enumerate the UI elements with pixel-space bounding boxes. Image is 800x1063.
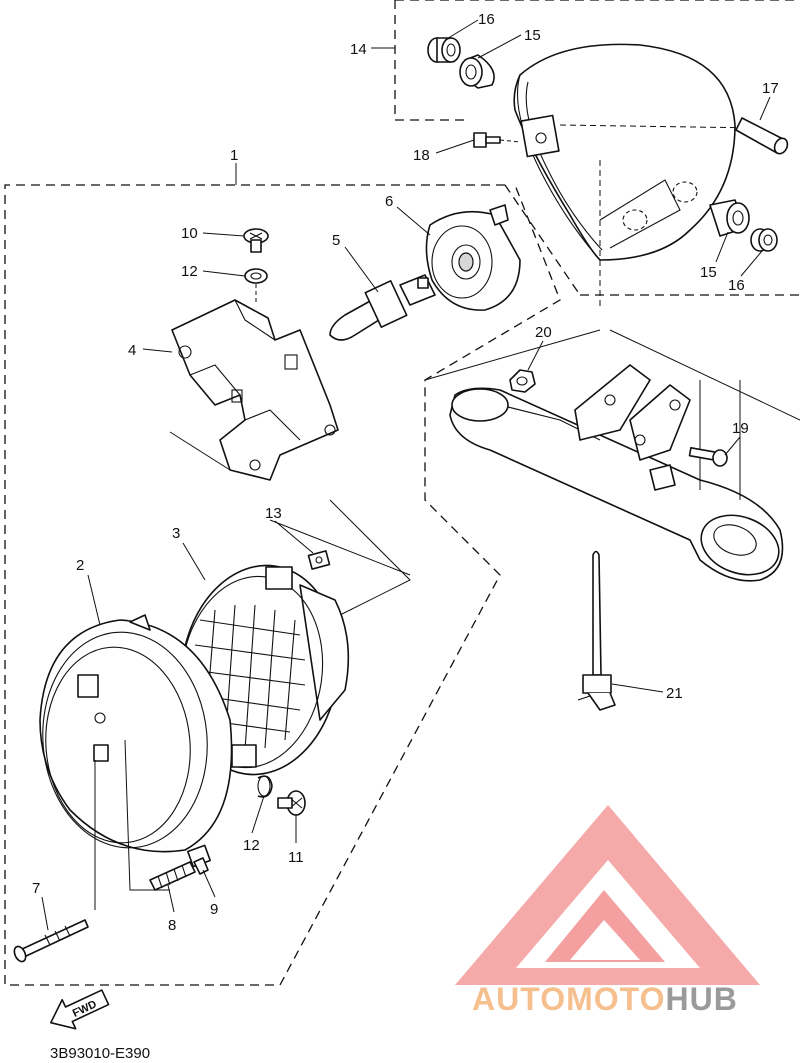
- svg-text:AUTOMOTOHUB: AUTOMOTOHUB: [472, 981, 738, 1017]
- callout-1: 1: [230, 147, 238, 164]
- nut-13: [307, 550, 331, 570]
- callout-15-right: 15: [700, 264, 717, 281]
- screw-18: [473, 132, 521, 148]
- watermark-brand-hub: HUB: [665, 981, 737, 1017]
- callout-11: 11: [288, 849, 304, 866]
- callout-21: 21: [666, 685, 683, 702]
- callout-2: 2: [76, 557, 84, 574]
- bolt-17: [735, 117, 789, 155]
- headlight-housing-shell: [513, 43, 761, 310]
- diagram-code: 3B93010-E390: [50, 1045, 150, 1062]
- headlight-rim-2: [39, 614, 233, 853]
- assembly-boundaries: [4, 0, 800, 986]
- adjusting-bolt-7: [13, 919, 89, 963]
- callout-16-right: 16: [728, 277, 745, 294]
- callout-9: 9: [210, 901, 218, 918]
- bolt-19: [688, 447, 728, 467]
- collar-15-top: [459, 54, 495, 89]
- callout-19: 19: [732, 420, 749, 437]
- steering-bracket: [449, 364, 784, 582]
- callout-13: 13: [265, 505, 282, 522]
- spring-8: [149, 861, 196, 891]
- callout-12-bottom: 12: [243, 837, 260, 854]
- screw-10: [243, 228, 269, 253]
- washer-12-top: [244, 268, 268, 284]
- adjuster-nut-9: [187, 844, 211, 875]
- callout-6: 6: [385, 193, 393, 210]
- callout-labels: 1 2 3 4 5 6 7 8 9 10 11 12 12 13 14 15 1…: [32, 11, 779, 934]
- watermark-brand-auto: AUTOMOTO: [472, 981, 665, 1017]
- callout-8: 8: [168, 917, 176, 934]
- cable-tie-21: [577, 550, 616, 711]
- callout-18: 18: [413, 147, 430, 164]
- nut-20: [509, 369, 536, 393]
- bulb-5: [329, 274, 436, 341]
- callout-15-top: 15: [524, 27, 541, 44]
- leader-lines: [41, 19, 771, 931]
- fwd-arrow-icon: FWD: [50, 989, 110, 1030]
- grommet-16-right: [750, 228, 778, 252]
- callout-12-top: 12: [181, 263, 198, 280]
- bracket-4: [171, 299, 339, 481]
- callout-20: 20: [535, 324, 552, 341]
- collar-15-right: [709, 199, 750, 237]
- watermark-logo: AUTOMOTOHUB: [455, 805, 760, 1017]
- callout-7: 7: [32, 880, 40, 897]
- callout-3: 3: [172, 525, 180, 542]
- fwd-label: FWD: [71, 998, 99, 1019]
- callout-17: 17: [762, 80, 779, 97]
- socket-cover-6: [425, 204, 521, 311]
- screw-11: [277, 790, 306, 816]
- lens-grid: [191, 604, 306, 751]
- washer-12-bottom: [257, 775, 273, 798]
- callout-5: 5: [332, 232, 340, 249]
- grommet-16-top: [427, 37, 461, 63]
- callout-16-top: 16: [478, 11, 495, 28]
- callout-10: 10: [181, 225, 198, 242]
- callout-4: 4: [128, 342, 136, 359]
- callout-14: 14: [350, 41, 367, 58]
